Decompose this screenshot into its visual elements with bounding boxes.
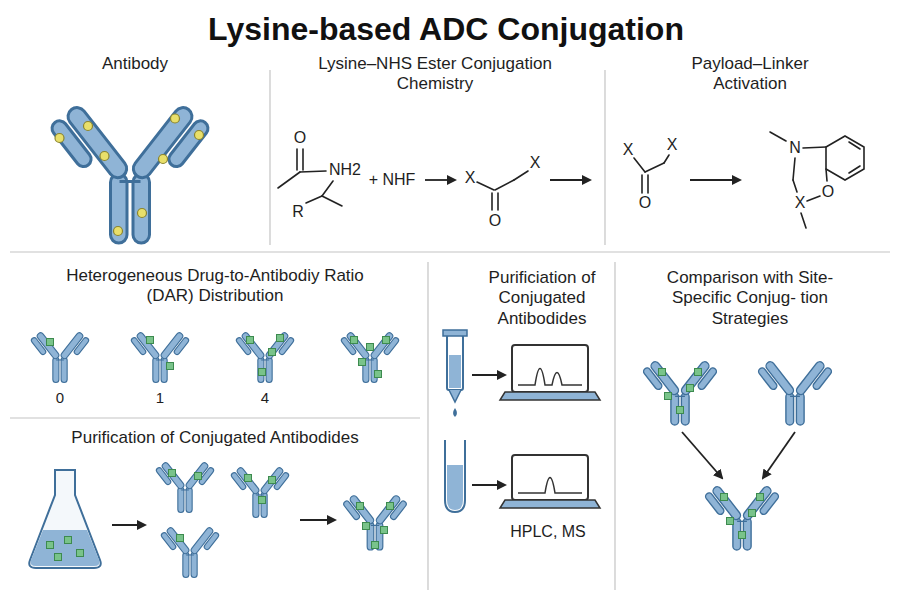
purification-figure [29, 462, 407, 578]
dar-number: 4 [261, 389, 269, 407]
antibody-figure [49, 104, 211, 243]
atom-label: O [294, 130, 306, 146]
comparison-figure [642, 360, 833, 550]
reagent-label: + NHF [369, 170, 416, 189]
panel-heading: Purification of Conjugated Antibodides [15, 428, 415, 448]
panel-heading: Heterogeneous Drug-to-Antibodiy Ratio (D… [65, 266, 365, 307]
instrument-label: HPLC, MS [510, 522, 586, 541]
panel-heading: Payload–Linker Activation [675, 54, 825, 95]
atom-label: R [292, 204, 304, 220]
atom-label: NH2 [329, 162, 361, 178]
dar-antibodies [30, 332, 399, 383]
panel-heading: Lysine–NHS Ester Conjugation Chemistry [285, 54, 585, 95]
chromatography-figure [443, 330, 600, 512]
chemical-structure [278, 149, 590, 210]
atom-label: X [667, 137, 678, 153]
panel-heading: Purificiation of Conjugated Antibodides [478, 268, 606, 329]
atom-label: O [639, 195, 651, 211]
atom-label: X [465, 170, 476, 186]
panel-heading: Antibody [35, 54, 235, 74]
atom-label: O [489, 213, 501, 229]
dar-number: 1 [156, 389, 164, 407]
atom-label: X [530, 155, 541, 171]
atom-label: N [789, 140, 801, 156]
panel-divider [10, 70, 890, 590]
atom-label: X [623, 142, 634, 158]
panel-heading: Comparison with Site-Specific Conjug- ti… [645, 268, 855, 329]
atom-label: X [795, 195, 806, 211]
diagram-title: Lysine-based ADC Conjugation [0, 10, 896, 48]
chemical-structure [634, 132, 864, 228]
dar-number: 0 [56, 389, 64, 407]
atom-label: O [822, 184, 834, 200]
